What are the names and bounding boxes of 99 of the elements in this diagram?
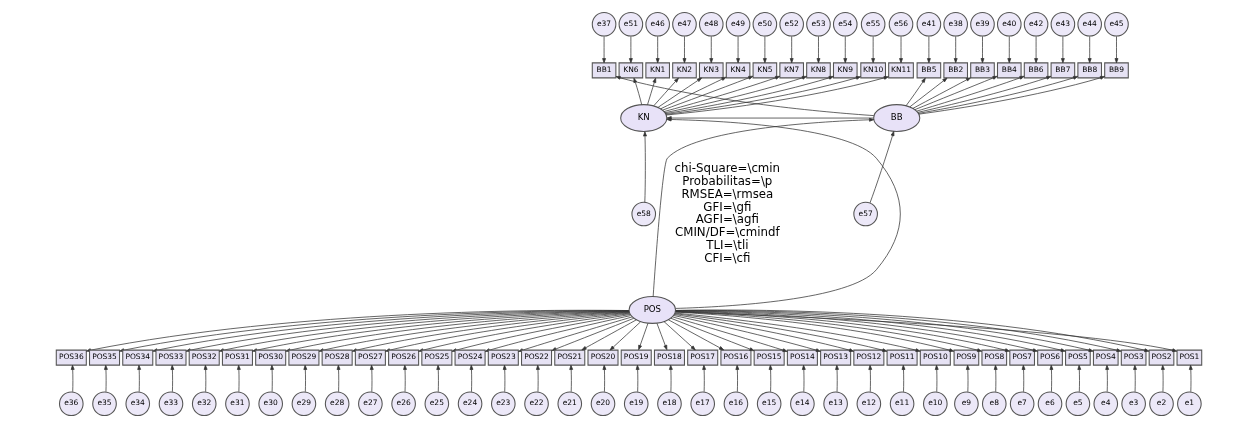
arrow (953, 36, 958, 64)
arrow (659, 76, 726, 110)
arrow (103, 364, 108, 393)
arrow (601, 36, 606, 64)
arrow (568, 364, 573, 393)
arrow (633, 77, 642, 105)
arrow (1114, 36, 1118, 64)
arrow (1006, 36, 1011, 64)
arrow (909, 77, 947, 108)
arrow (667, 319, 724, 351)
arrow (663, 75, 780, 112)
arrow (642, 131, 647, 203)
arrow (203, 364, 207, 393)
arrow (1160, 364, 1165, 393)
arrow (917, 76, 1078, 114)
label: chi-Square=\cmin (674, 160, 780, 175)
arrow (653, 77, 679, 106)
label: GFI=\gfi (702, 199, 751, 214)
arrow (1188, 364, 1193, 393)
arrow (655, 36, 660, 64)
arrow (905, 77, 926, 106)
arrow (336, 364, 340, 393)
arrow (735, 36, 740, 64)
arrow (664, 76, 807, 114)
label: AGFI=\agfi (695, 212, 759, 227)
arrow (664, 76, 834, 114)
arrow (672, 315, 821, 352)
arrow (918, 76, 1105, 115)
arrow (70, 364, 75, 393)
arrow (637, 323, 648, 351)
label: TLI=\tli (705, 238, 748, 253)
arrow (965, 364, 970, 393)
arrow (269, 364, 274, 393)
arrow (768, 364, 772, 393)
arrow (170, 364, 174, 393)
label: CMIN/DF=\cmindf (674, 225, 780, 240)
node-ellipse: KN (619, 104, 667, 132)
arrow (801, 364, 806, 393)
arrow (789, 36, 794, 64)
arrow (901, 364, 905, 393)
arrow (934, 364, 939, 393)
arrow (926, 36, 931, 64)
arrow (136, 364, 141, 393)
arrow (673, 314, 854, 352)
arrow (435, 364, 440, 393)
arrow (834, 364, 839, 393)
arrow (646, 77, 656, 105)
arrow (993, 364, 998, 393)
arrow (1132, 364, 1137, 393)
arrow (661, 75, 753, 111)
arrow (668, 364, 673, 393)
arrow (369, 364, 374, 393)
arrow (581, 319, 637, 351)
arrow (657, 77, 702, 108)
label: Probabilitas=\p (681, 173, 772, 188)
arrow (656, 323, 667, 351)
arrow (1104, 364, 1109, 393)
arrow (916, 76, 1051, 113)
arrow (609, 321, 641, 351)
arrow (602, 364, 606, 393)
arrow (912, 77, 971, 109)
arrow (402, 364, 407, 393)
arrow (762, 36, 767, 64)
arrow (682, 36, 686, 64)
arrow (867, 364, 872, 393)
arrow (635, 364, 639, 393)
arrow (1049, 364, 1053, 393)
arrow (1076, 364, 1081, 393)
arrow (708, 36, 713, 64)
arrow (916, 75, 1025, 112)
arrow (701, 364, 706, 393)
arrow (236, 364, 241, 393)
arrow (671, 316, 788, 352)
arrow (550, 317, 634, 351)
arrow (615, 76, 874, 116)
arrow (663, 321, 696, 351)
node-ellipse: POS (628, 296, 676, 324)
arrow (870, 36, 875, 64)
arrow (628, 36, 633, 64)
label: CFI=\cfi (703, 251, 750, 266)
arrow (734, 364, 739, 393)
arrow (302, 364, 307, 393)
arrow (898, 36, 903, 64)
arrow (1021, 364, 1025, 393)
arrow (502, 364, 507, 393)
arrow (673, 313, 887, 352)
arrow (1033, 36, 1038, 64)
arrow (469, 364, 473, 393)
arrow (670, 317, 755, 352)
arrow (1060, 36, 1065, 64)
arrow (842, 36, 847, 64)
arrow (914, 75, 998, 110)
label: RMSEA=\rmsea (680, 186, 773, 201)
arrow (869, 131, 894, 204)
node-ellipse: BB (872, 104, 920, 132)
arrow (816, 36, 820, 64)
arrow (1087, 36, 1092, 64)
arrow (535, 364, 540, 393)
arrow (980, 36, 984, 64)
